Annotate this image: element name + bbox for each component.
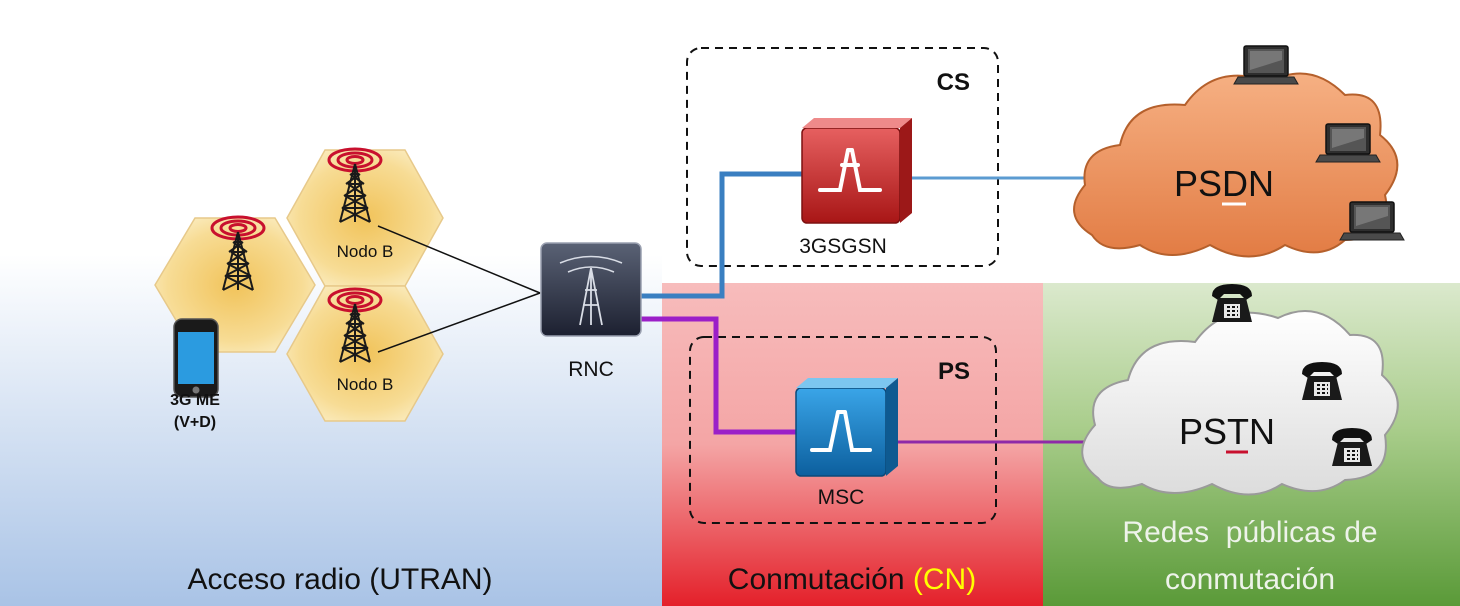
cs-domain-box xyxy=(686,47,999,267)
telephone-icon xyxy=(1301,361,1343,401)
switch-icon xyxy=(795,378,898,477)
mobile-phone-icon xyxy=(173,318,219,398)
switch-icon xyxy=(801,118,912,224)
public-zone-label-line1: Redes públicas de xyxy=(1122,516,1377,549)
psdn-label-highlight: D xyxy=(1222,163,1248,204)
link-nodeb-top-rnc xyxy=(377,225,541,294)
sgsn-label: 3GSGSN xyxy=(799,235,887,258)
pstn-label-prefix: PS xyxy=(1179,411,1227,452)
pstn-label: PSTN xyxy=(1179,411,1275,452)
pstn-label-suffix: N xyxy=(1249,411,1275,452)
rnc-tower-icon xyxy=(540,242,642,337)
laptop-icon xyxy=(1233,45,1299,85)
laptop-icon xyxy=(1339,201,1405,241)
psdn-label-prefix: PS xyxy=(1174,163,1222,204)
node-b-top-label: Nodo B xyxy=(337,242,394,261)
psdn-label-suffix: N xyxy=(1248,163,1274,204)
core-zone-label-main: Conmutación xyxy=(728,563,913,596)
laptop-icon xyxy=(1315,123,1381,163)
telephone-icon xyxy=(1331,427,1373,467)
cell-hexagon-bottom xyxy=(286,285,444,422)
packet-link-rnc-sgsn xyxy=(641,171,802,299)
mobile-label-line1: 3G ME xyxy=(170,392,220,409)
core-zone-label-accent: (CN) xyxy=(913,563,976,596)
msc-label: MSC xyxy=(818,486,865,509)
core-zone-label: Conmutación (CN) xyxy=(728,563,976,596)
psdn-label: PSDN xyxy=(1174,163,1274,204)
public-zone-label-line2: conmutación xyxy=(1165,563,1335,596)
cs-domain-label: CS xyxy=(937,69,970,96)
node-b-bottom-label: Nodo B xyxy=(337,375,394,394)
ps-domain-box xyxy=(689,336,997,524)
access-zone-label: Acceso radio (UTRAN) xyxy=(187,563,492,596)
pstn-label-highlight: T xyxy=(1227,411,1249,452)
psdn-cloud xyxy=(1073,72,1399,258)
telephone-icon xyxy=(1211,283,1253,323)
link-nodeb-bottom-rnc xyxy=(377,292,541,353)
mobile-label-line2: (V+D) xyxy=(174,414,216,431)
pstn-cloud xyxy=(1081,310,1399,496)
rnc-label: RNC xyxy=(568,358,614,381)
circuit-link-rnc-msc xyxy=(641,316,796,435)
ps-domain-label: PS xyxy=(938,358,970,385)
